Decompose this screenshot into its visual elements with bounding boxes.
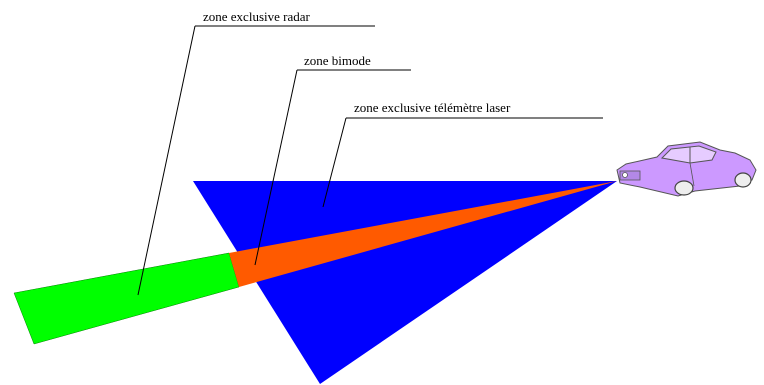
radar-zone-label: zone exclusive radar: [203, 9, 311, 24]
car-headlight: [623, 173, 628, 178]
car-front-wheel: [675, 181, 693, 195]
car-icon: [617, 142, 756, 196]
radar-exclusive-zone: [14, 253, 239, 344]
laser-zone-label: zone exclusive télémètre laser: [354, 100, 511, 115]
bimode-zone-label: zone bimode: [304, 53, 371, 68]
car-rear-wheel: [735, 173, 751, 187]
laser-exclusive-zone: [193, 181, 617, 384]
